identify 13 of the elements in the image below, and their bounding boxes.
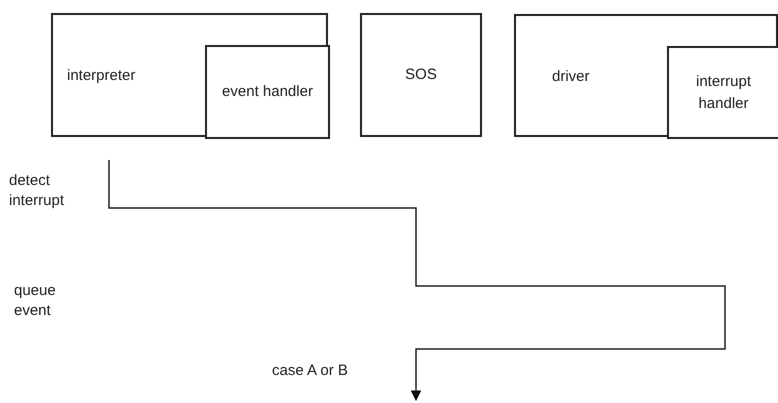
box-label: SOS (405, 65, 437, 85)
step-label: queue event (14, 281, 57, 321)
box-label: interpreter (67, 67, 136, 84)
nested-box (667, 46, 778, 139)
component-box (360, 13, 482, 137)
component-box (51, 13, 328, 137)
step-label: detect interrupt (9, 171, 66, 211)
component-box (514, 14, 778, 137)
box-label: event handler (222, 82, 313, 102)
step-label: case A or B (272, 361, 349, 381)
nested-box (205, 45, 330, 139)
box-label: driver (552, 68, 590, 85)
box-label: interrupt handler (694, 72, 752, 114)
